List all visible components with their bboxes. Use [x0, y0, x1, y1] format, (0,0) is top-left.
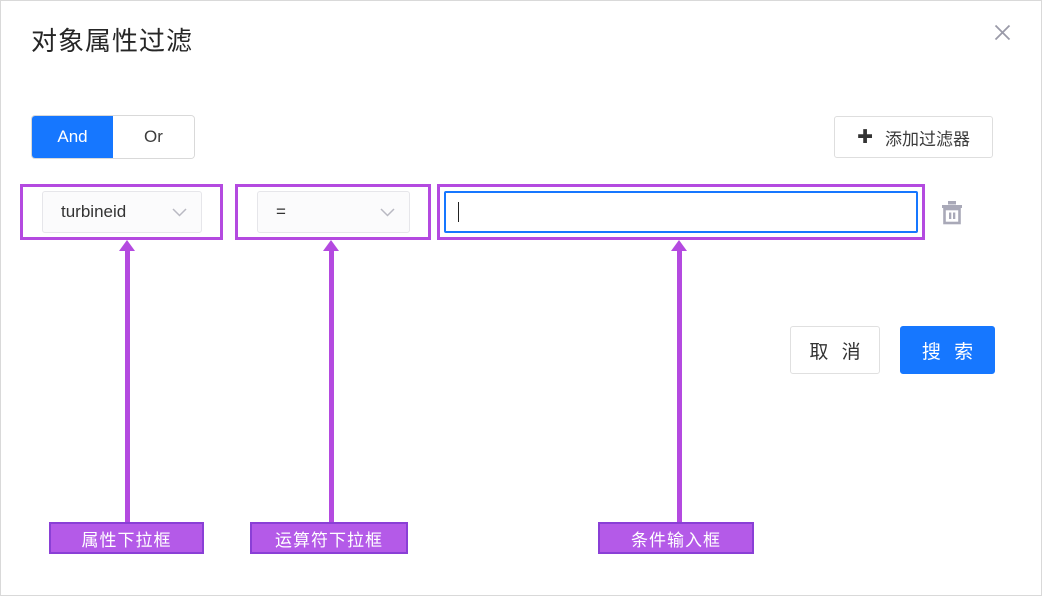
annotation-outline-condition [437, 184, 925, 240]
trash-icon[interactable] [939, 199, 965, 227]
annotation-arrow-operator [328, 250, 334, 523]
close-icon[interactable] [985, 15, 1019, 49]
annotation-label-operator: 运算符下拉框 [250, 522, 408, 554]
operator-select-value: = [276, 202, 286, 221]
page-title: 对象属性过滤 [31, 26, 194, 56]
text-caret [458, 202, 459, 222]
annotation-label-condition: 条件输入框 [598, 522, 754, 554]
chevron-down-icon [172, 207, 187, 217]
annotation-outline-attribute [20, 184, 223, 240]
chevron-down-icon [380, 207, 395, 217]
annotation-arrow-condition [676, 250, 682, 523]
cancel-button[interactable]: 取 消 [790, 326, 880, 374]
condition-input[interactable] [444, 191, 918, 233]
operator-select[interactable]: = [257, 191, 410, 233]
trash-icon-glyph [942, 201, 962, 225]
annotation-arrowhead-operator [323, 240, 339, 251]
logic-toggle-group[interactable]: And Or [32, 116, 194, 158]
search-button[interactable]: 搜 索 [900, 326, 995, 374]
annotation-arrowhead-condition [671, 240, 687, 251]
add-filter-button[interactable]: ✚ 添加过滤器 [834, 116, 993, 158]
annotation-outline-operator [235, 184, 431, 240]
logic-toggle-and[interactable]: And [32, 116, 113, 158]
annotation-arrowhead-attribute [119, 240, 135, 251]
attribute-select-value: turbineid [61, 202, 127, 221]
annotation-label-attribute: 属性下拉框 [49, 522, 204, 554]
annotation-arrow-attribute [124, 250, 130, 523]
close-icon-glyph [994, 24, 1010, 40]
add-filter-label: 添加过滤器 [885, 129, 970, 149]
filter-row: turbineid = [1, 184, 1041, 244]
plus-icon: ✚ [857, 126, 873, 148]
logic-toggle-or[interactable]: Or [113, 116, 194, 158]
attribute-select[interactable]: turbineid [42, 191, 202, 233]
